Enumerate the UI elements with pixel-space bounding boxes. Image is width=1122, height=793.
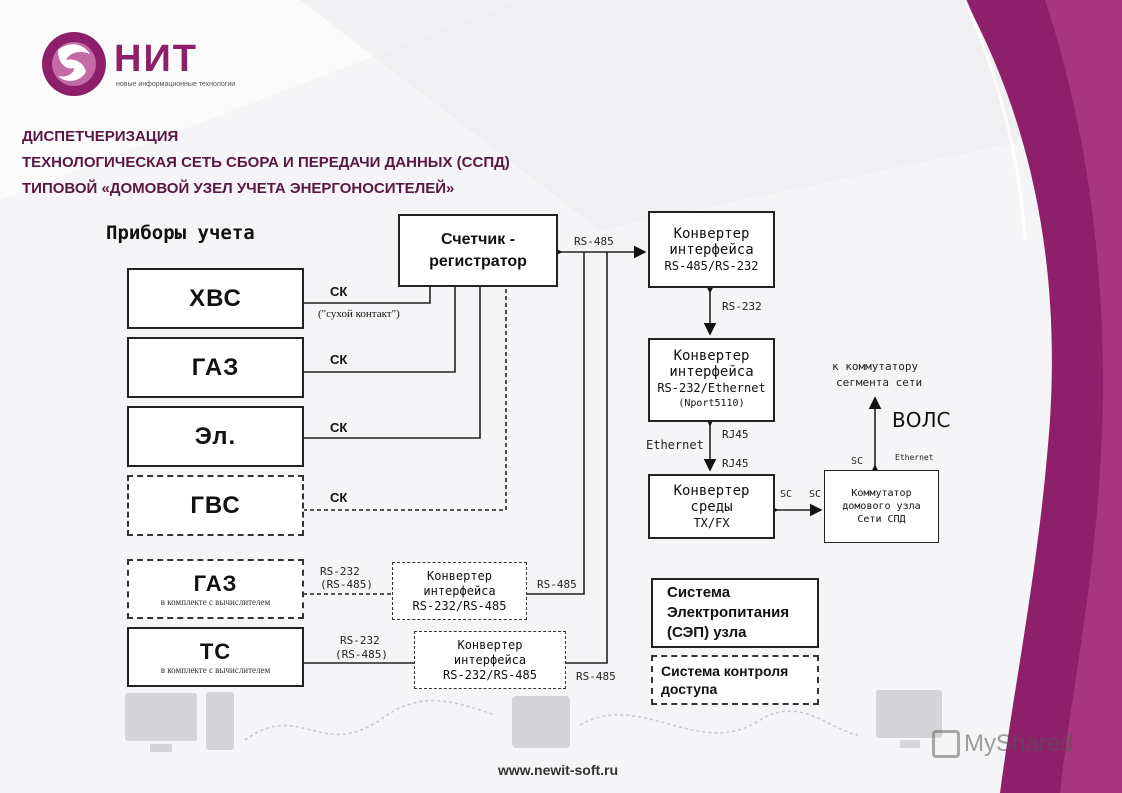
meter-label: ГВС [190,491,241,519]
meter-ts-calc: ТС в комплекте с вычислителем [127,627,304,687]
label-rs485-top: RS-485 [574,235,614,248]
converter-line3: RS-232/RS-485 [412,598,507,613]
switch-line3: Сети СПД [857,514,906,525]
converter-title: Конвертер [426,568,493,583]
power-system-label: Система Электропитания (СЭП) узла [667,584,790,641]
meter-gvs: ГВС [127,475,304,536]
label-vols: ВОЛС [892,408,951,432]
logo-tagline: новые информационные технологии [116,81,236,88]
converter-line2: интерфейса [453,652,527,667]
label-to-switch-1: к коммутатору [832,360,919,373]
label-to-switch-2: сегмента сети [836,376,923,389]
meter-label: ГАЗ [191,353,240,381]
meter-note: в комплекте с вычислителем [160,665,271,675]
switch-line2: домового узла [842,501,921,512]
meter-gas-calc: ГАЗ в комплекте с вычислителем [127,559,304,619]
converter-title: Конвертер [673,482,750,499]
watermark-text: MyShared [964,730,1074,757]
label-rs485-paren-b: (RS-485) [335,648,388,661]
access-control: Система контроля доступа [651,655,819,705]
converter-title: Конвертер [457,637,523,652]
label-rs485-a: RS-485 [537,578,577,591]
label-ethernet: Ethernet [646,438,704,452]
meter-label: Эл. [194,422,237,450]
meter-note: в комплекте с вычислителем [160,597,271,607]
sk-label: СК [330,490,348,505]
header-line-3: ТИПОВОЙ «ДОМОВОЙ УЗЕЛ УЧЕТА ЭНЕРГОНОСИТЕ… [22,180,455,197]
access-control-label: Система контроля доступа [661,663,789,697]
converter-title: Конвертер [673,348,750,364]
footer-url[interactable]: www.newit-soft.ru [498,762,619,778]
power-system: Система Электропитания (СЭП) узла [651,578,819,648]
counter-registrar-label: Счетчик - регистратор [429,230,527,270]
converter-rs232-rs485-b: Конвертер интерфейса RS-232/RS-485 [414,631,566,689]
converter-line3: RS-232/Ethernet [657,381,766,395]
header-line-1: ДИСПЕТЧЕРИЗАЦИЯ [22,128,179,145]
converter-rs485-rs232: Конвертер интерфейса RS-485/RS-232 [648,211,775,288]
sk-label: СК [330,352,348,367]
label-sc-switch: SC [851,456,864,467]
label-rj45-bottom: RJ45 [722,457,749,470]
converter-line2: интерфейса [669,241,754,258]
converter-line2: среды [690,498,733,515]
sk-label: СК [330,420,348,435]
converter-line3: RS-232/RS-485 [443,667,537,682]
label-rj45-top: RJ45 [722,428,749,441]
logo: НИТ новые информационные технологии [40,30,240,100]
converter-line3: TX/FX [693,515,730,530]
label-rs232-vert: RS-232 [722,300,762,313]
dry-contact-label: ("сухой контакт") [318,308,400,320]
meter-hvs: ХВС [127,268,304,329]
meter-label: ГАЗ [193,571,238,596]
label-rs232-a: RS-232 [320,565,360,578]
meter-label: ХВС [189,284,242,312]
media-converter: Конвертер среды TX/FX [648,474,775,539]
watermark-icon [932,730,960,758]
logo-emblem-icon [42,32,106,96]
header-line-2: ТЕХНОЛОГИЧЕСКАЯ СЕТЬ СБОРА И ПЕРЕДАЧИ ДА… [22,154,510,171]
meter-gas: ГАЗ [127,337,304,398]
label-rs485-paren-a: (RS-485) [320,578,373,591]
converter-line2: интерфейса [669,364,754,380]
label-rs232-b: RS-232 [340,634,380,647]
meter-label: ТС [199,639,232,664]
label-sc-right: SC [809,489,822,500]
logo-name: НИТ [114,38,198,80]
label-ethernet-switch: Ethernet [895,453,934,462]
converter-rs232-ethernet: Конвертер интерфейса RS-232/Ethernet (Np… [648,338,775,422]
meters-title: Приборы учета [106,222,255,244]
watermark: MyShared [932,730,1073,758]
switch-line1: Коммутатор [851,488,912,499]
meter-el: Эл. [127,406,304,467]
converter-title: Конвертер [673,225,750,242]
converter-line3: RS-485/RS-232 [664,258,759,273]
sk-label: СК [330,284,348,299]
house-switch: Коммутатор домового узла Сети СПД [824,470,939,543]
counter-registrar: Счетчик - регистратор [398,214,558,287]
converter-line2: интерфейса [423,583,496,598]
label-sc-left: SC [780,489,793,500]
label-rs485-b: RS-485 [576,670,616,683]
converter-line4: (Nport5110) [678,398,745,409]
converter-rs232-rs485-a: Конвертер интерфейса RS-232/RS-485 [392,562,527,620]
